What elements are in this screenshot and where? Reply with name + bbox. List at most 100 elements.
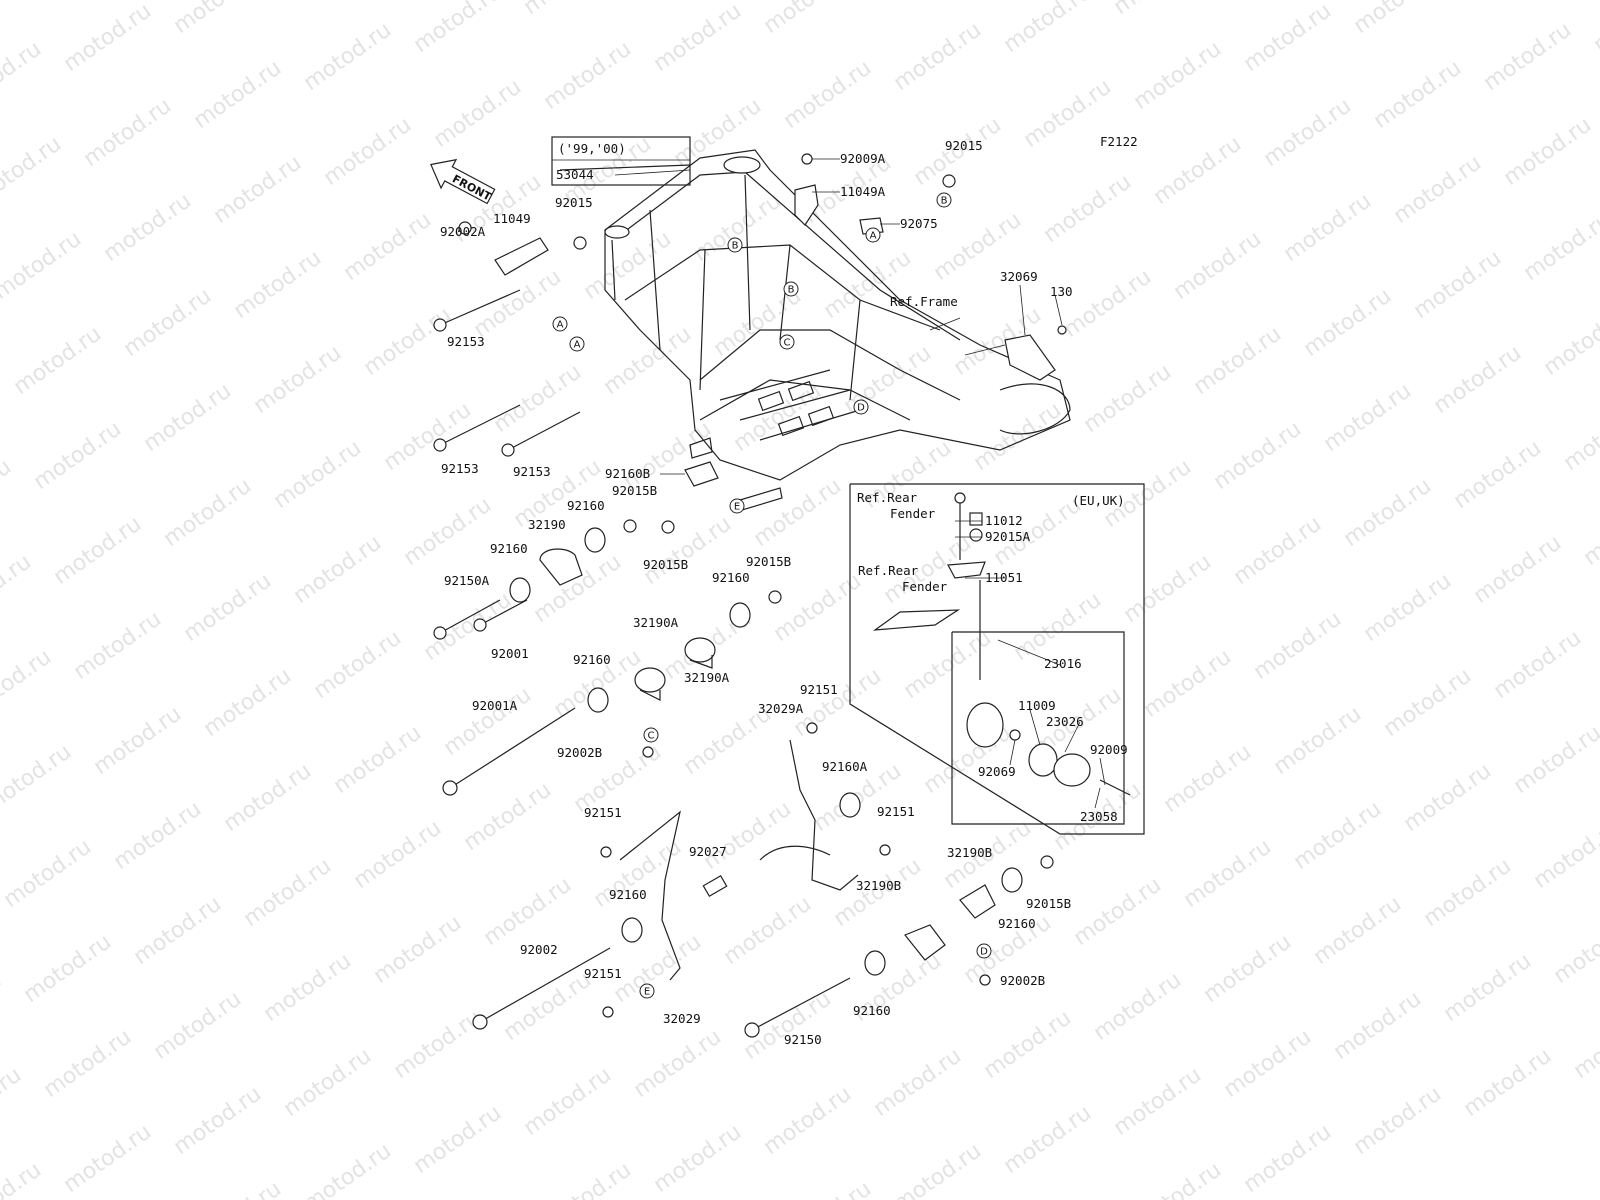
parts-shapes <box>433 153 1131 1038</box>
part-number-label: 92002A <box>440 224 486 239</box>
ref-rear-fender-2-line2: Fender <box>902 579 948 594</box>
callout-circle: B <box>783 281 799 297</box>
watermark-text: motod.ru <box>59 0 156 77</box>
watermark-text: motod.ru <box>729 379 826 457</box>
part-number-label: 92075 <box>900 216 938 231</box>
front-arrow-icon: FRONT <box>430 158 496 205</box>
callout-letter: B <box>941 196 948 207</box>
watermark-text: motod.ru <box>359 303 456 381</box>
watermark-text: motod.ru <box>429 75 526 153</box>
watermark-text: motod.ru <box>1329 987 1426 1065</box>
watermark-text: motod.ru <box>629 1025 726 1103</box>
long-bolt-92001A <box>442 707 576 796</box>
part-number-label: 92009A <box>840 151 886 166</box>
watermark-text: motod.ru <box>699 797 796 875</box>
nut-92015B-c <box>768 590 782 604</box>
part-number-label: 92160 <box>853 1003 891 1018</box>
watermark-text: motod.ru <box>1399 759 1496 837</box>
watermark-text: motod.ru <box>1559 398 1600 476</box>
bolt-92151-c <box>879 844 891 856</box>
watermark-text: motod.ru <box>999 0 1096 58</box>
watermark-text: motod.ru <box>1119 550 1216 628</box>
part-number-label: 92153 <box>447 334 485 349</box>
watermark-text: motod.ru <box>1149 132 1246 210</box>
callout-circle: A <box>552 316 568 332</box>
watermark-text: motod.ru <box>779 56 876 134</box>
part-number-label: 92160A <box>822 759 868 774</box>
part-number-label: 92009 <box>1090 742 1128 757</box>
watermark-text: motod.ru <box>719 892 816 970</box>
watermark-text: motod.ru <box>1309 892 1406 970</box>
part-number-label: 92150A <box>444 573 490 588</box>
watermark-text: motod.ru <box>1299 284 1396 362</box>
part-number-label: F2122 <box>1100 134 1138 149</box>
watermark-text: motod.ru <box>209 151 306 229</box>
long-bolt-92153-lower-a <box>433 404 521 452</box>
watermark-text: motod.ru <box>259 949 356 1027</box>
watermark-text: motod.ru <box>1419 854 1516 932</box>
watermark-text: motod.ru <box>179 569 276 647</box>
stay-32029 <box>619 810 681 981</box>
nut-92015-left <box>573 236 587 250</box>
watermark-text: motod.ru <box>539 37 636 115</box>
watermark-text: motod.ru <box>1429 341 1526 419</box>
watermark-text: motod.ru <box>1579 493 1600 571</box>
part-number-label: 92015B <box>612 483 657 498</box>
part-number-label: 92150 <box>784 1032 822 1047</box>
part-number-label: 92002 <box>520 942 558 957</box>
callout-circle: B <box>727 237 743 253</box>
watermark-text: motod.ru <box>69 607 166 685</box>
callout-letter: B <box>732 241 739 252</box>
watermark-text: motod.ru <box>139 379 236 457</box>
part-number-label: 130 <box>1050 284 1073 299</box>
part-number-label: 92153 <box>441 461 479 476</box>
watermark-text: motod.ru <box>1209 417 1306 495</box>
watermark-text: motod.ru <box>1109 1063 1206 1141</box>
watermark-text: motod.ru <box>459 778 556 856</box>
watermark-text: motod.ru <box>1409 246 1506 324</box>
watermark-text: motod.ru <box>1239 1120 1336 1198</box>
watermark-text: motod.ru <box>1229 512 1326 590</box>
watermark-text: motod.ru <box>969 398 1066 476</box>
watermark-text: motod.ru <box>189 1177 286 1200</box>
watermark-text: motod.ru <box>349 816 446 894</box>
frame-drawing <box>559 149 1071 511</box>
part-number-label: 23026 <box>1046 714 1084 729</box>
watermark-text: motod.ru <box>269 436 366 514</box>
callout-circle: A <box>569 336 585 352</box>
part-number-label: 92015B <box>746 554 791 569</box>
watermark-text: motod.ru <box>99 189 196 267</box>
callout-circle: E <box>729 498 745 514</box>
watermark-text: motod.ru <box>1259 94 1356 172</box>
bolt-92151-b <box>600 846 612 858</box>
part-number-label: 92015 <box>945 138 983 153</box>
watermark-text: motod.ru <box>759 0 856 39</box>
part-number-label: 53044 <box>556 167 594 182</box>
callout-circle: A <box>865 227 881 243</box>
watermark-text: motod.ru <box>409 0 506 58</box>
long-bolt-92153-lower-b <box>501 411 581 457</box>
watermark-text: motod.ru <box>169 1082 266 1160</box>
watermark-text: motod.ru <box>339 208 436 286</box>
watermark-text: motod.ru <box>1389 151 1486 229</box>
part-number-label: 32069 <box>1000 269 1038 284</box>
part-number-label: 32190A <box>684 670 730 685</box>
watermark-text: motod.ru <box>479 873 576 951</box>
reference-notes: Ref.Frame Ref.Rear Fender Ref.Rear Fende… <box>857 294 958 594</box>
watermark-text: motod.ru <box>1159 740 1256 818</box>
year-note: ('99,'00) <box>558 141 626 156</box>
part-number-label: 11012 <box>985 513 1023 528</box>
part-number-label: 32190A <box>633 615 679 630</box>
bolt-130 <box>1057 325 1067 335</box>
watermark-text: motod.ru <box>1109 0 1206 20</box>
watermark-text: motod.ru <box>1539 303 1600 381</box>
watermark-text: motod.ru <box>1459 0 1556 1</box>
part-number-label: 92151 <box>584 966 622 981</box>
watermark-text: motod.ru <box>1059 265 1156 343</box>
part-number-label: 92015 <box>555 195 593 210</box>
callout-circle: E <box>639 983 655 999</box>
watermark-text: motod.ru <box>1519 208 1600 286</box>
eu-uk-detail-box: (EU,UK) <box>849 483 1145 835</box>
long-bolt-92001 <box>473 599 528 632</box>
long-bolt-92150 <box>744 977 851 1038</box>
